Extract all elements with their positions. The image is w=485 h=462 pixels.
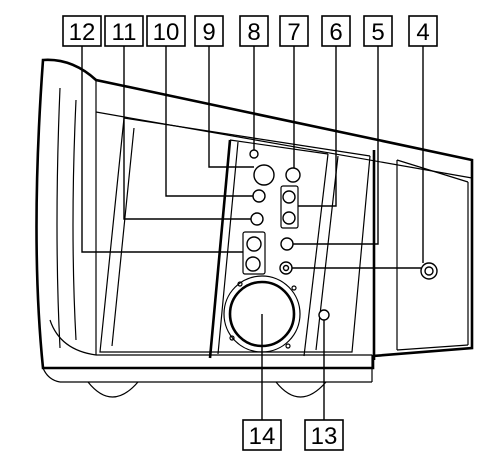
controls [223,149,438,353]
left-foot [87,381,139,398]
right-foot [275,381,327,398]
control-knob-9 [253,164,275,186]
callout-8-box [239,15,269,47]
callout-13-text: 13 [311,423,338,450]
callout-14: 14 [242,419,282,451]
side-panel-top [396,159,469,183]
button-pair-12-frame [242,231,266,275]
callout-5-box [363,15,393,47]
callout-5-text: 5 [371,19,384,46]
left-edge-line-1 [56,87,61,349]
control-knob-7 [285,167,301,183]
callout-12-box [62,15,102,47]
button-6a [282,190,296,204]
inner-panel-left [111,127,135,347]
callout-11: 11 [104,15,144,47]
leader-lines [81,46,424,420]
jack-center [282,264,290,272]
indicator-light [249,149,259,159]
speaker-screw-bl [229,335,235,341]
port-hole-13 [318,309,330,321]
callout-8: 8 [239,15,269,47]
control-strip-top [229,139,329,155]
speaker-screw-tr [291,285,297,291]
callout-13: 13 [304,419,344,451]
callout-12-text: 12 [69,19,96,46]
callout-7-box [279,15,309,47]
callout-4-text: 4 [416,19,429,46]
callout-5: 5 [363,15,393,47]
side-panel-bottom [396,344,469,351]
callout-14-box [242,419,282,451]
left-edge-line-4 [49,319,97,356]
button-6b [282,211,296,225]
callout-11-box [104,15,144,47]
callout-14-text: 14 [249,423,276,450]
cabinet-outline [35,58,474,370]
callout-11-text: 11 [112,19,137,46]
speaker-screw-tl [237,281,243,287]
control-strip-left-edge-2 [217,141,239,355]
leader-9 [208,46,254,168]
side-knob-4-inner [424,266,434,276]
control-strip-left-edge [208,139,232,359]
callout-10-text: 10 [153,19,180,46]
main-panel-frame [99,117,371,353]
top-inner-edge-2 [123,117,371,157]
callout-10-box [146,15,186,47]
right-strip-edge-2 [315,155,339,351]
callout-9: 9 [194,15,224,47]
bottom-left-corner [42,367,61,383]
callout-13-box [304,419,344,451]
callout-12: 12 [62,15,102,47]
leader-12 [81,46,243,253]
callout-10: 10 [146,15,186,47]
callout-8-text: 8 [247,19,260,46]
left-edge-line-2 [72,99,77,341]
callout-9-box [194,15,224,47]
callout-6: 6 [321,15,351,47]
button-12b [245,256,261,272]
speaker-screw-br [285,343,291,349]
leader-11 [123,46,251,220]
feet [87,381,327,398]
callout-6-text: 6 [329,19,342,46]
control-knob-5 [280,237,294,251]
callout-7: 7 [279,15,309,47]
right-strip-edge [303,153,329,357]
button-12a [246,236,262,252]
callout-4: 4 [408,15,438,47]
callout-7-text: 7 [287,19,300,46]
control-knob-11 [250,212,264,226]
callout-6-box [321,15,351,47]
leader-10 [165,46,253,197]
control-knob-10 [252,189,266,203]
button-pair-6-frame [280,185,299,229]
callout-labels: 12 11 10 9 8 7 6 5 [62,15,438,451]
leader-6 [298,46,337,207]
leader-5 [293,46,379,245]
callout-4-box [408,15,438,47]
callout-9-text: 9 [202,19,215,46]
